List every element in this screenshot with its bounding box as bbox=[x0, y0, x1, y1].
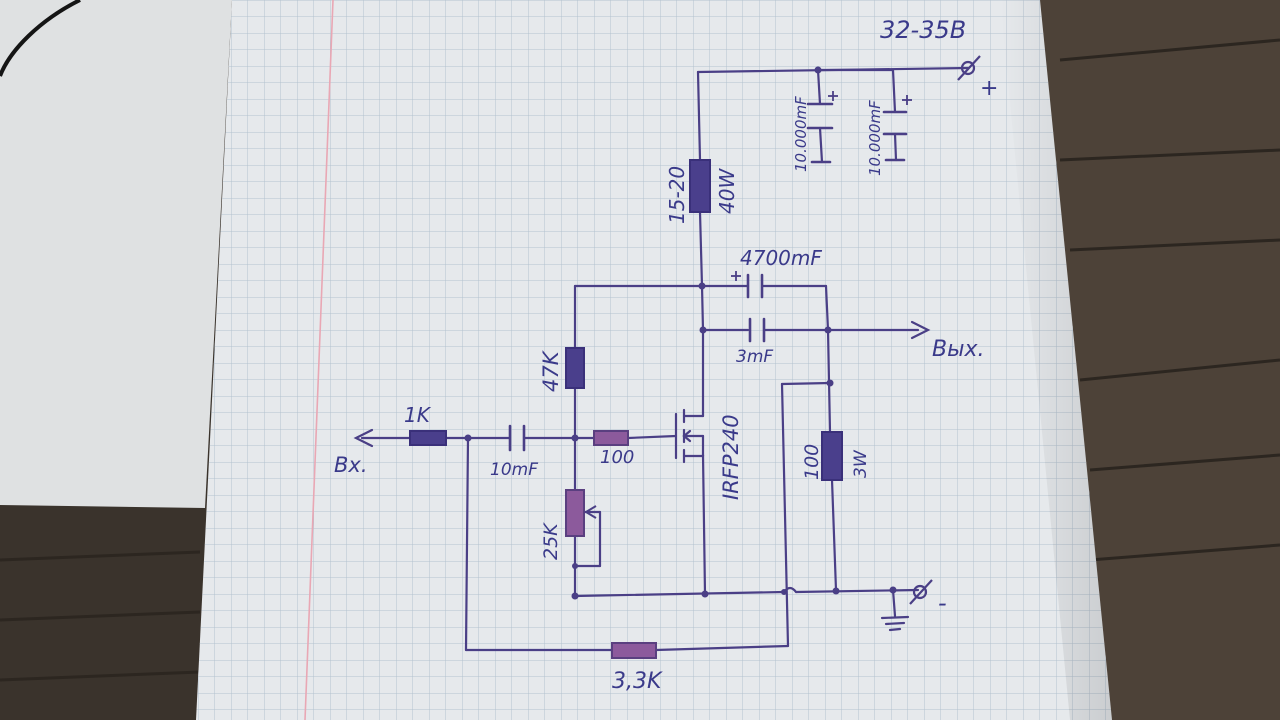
r-load-power-label: 40W bbox=[715, 168, 739, 214]
transistor-label: IRFP240 bbox=[719, 414, 743, 500]
plus-terminal-icon bbox=[960, 60, 976, 76]
resistor-100-gate bbox=[593, 430, 629, 446]
input-arrow-icon bbox=[353, 428, 374, 448]
r-out-value-label: 100 bbox=[801, 444, 823, 480]
plus-label: + bbox=[980, 76, 998, 101]
resistor-pot-25k bbox=[565, 489, 585, 537]
minus-label: - bbox=[938, 589, 947, 617]
input-label: Bx. bbox=[334, 453, 368, 477]
wood-grain bbox=[0, 38, 1280, 682]
resistor-1k bbox=[409, 430, 447, 446]
output-label: Bых. bbox=[932, 337, 984, 362]
polarity-marks bbox=[731, 91, 912, 281]
r-bias-pot-label: 25K bbox=[540, 522, 562, 560]
junction-dots bbox=[464, 66, 897, 600]
resistor-47k bbox=[565, 347, 585, 389]
r-out-power-label: 3W bbox=[851, 449, 871, 478]
margin-line bbox=[304, 0, 334, 720]
output-arrow-icon bbox=[910, 320, 931, 340]
supply-voltage-label: 32-35B bbox=[880, 16, 966, 44]
r-gate-label: 100 bbox=[600, 447, 634, 468]
notebook-grid bbox=[196, 0, 1112, 720]
c-supply-1-label: 10.000mF bbox=[792, 96, 810, 172]
resistors bbox=[409, 159, 843, 659]
resistor-100-out bbox=[821, 431, 843, 481]
terminals bbox=[909, 55, 981, 605]
mosfet-symbol bbox=[674, 408, 705, 464]
white-sheet bbox=[0, 0, 232, 508]
r-load-value-label: 15-20 bbox=[665, 166, 689, 224]
c-supply-2-label: 10.000mF bbox=[866, 100, 884, 176]
resistor-load bbox=[689, 159, 711, 213]
cable bbox=[0, 0, 81, 77]
capacitors bbox=[508, 102, 908, 452]
arrows bbox=[353, 320, 931, 448]
pot-wiper-arrow-icon bbox=[584, 505, 597, 519]
minus-terminal-icon bbox=[912, 584, 928, 600]
page-shade bbox=[1000, 0, 1112, 720]
c-input-label: 10mF bbox=[490, 460, 538, 480]
r-bias-top-label: 47K bbox=[539, 349, 563, 392]
c-bootstrap-label: 4700mF bbox=[740, 246, 822, 270]
r-feedback-label: 3,3K bbox=[612, 669, 663, 694]
c-output-label: 3mF bbox=[736, 347, 773, 367]
r-input-label: 1K bbox=[404, 403, 432, 427]
resistor-3k3 bbox=[611, 642, 657, 659]
